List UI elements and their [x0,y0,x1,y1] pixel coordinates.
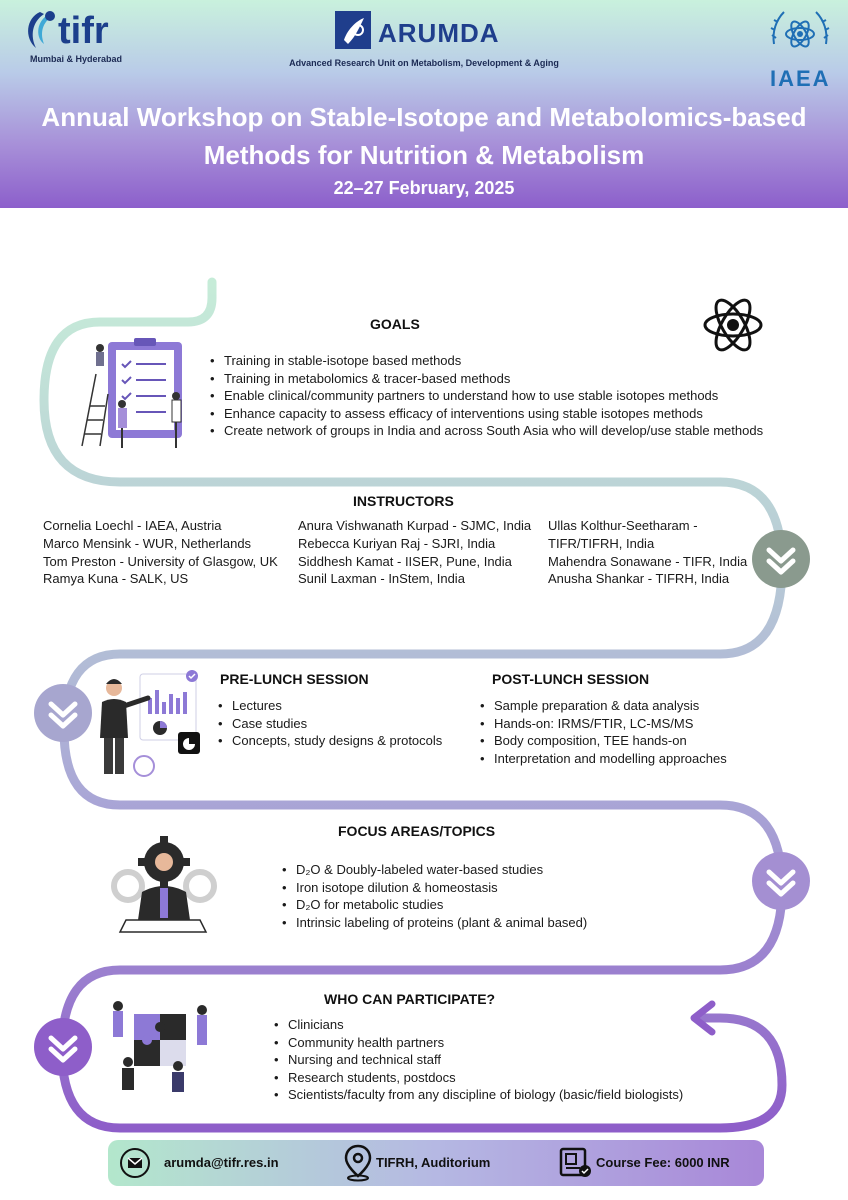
course-fee-text: Course Fee: 6000 INR [596,1155,730,1170]
gears-worker-illustration [111,836,217,933]
list-item: Nursing and technical staff [274,1051,683,1069]
contact-footer: arumda@tifr.res.in TIFRH, Auditorium Cou… [108,1140,764,1186]
list-item: Scientists/faculty from any discipline o… [274,1086,683,1104]
pre-lunch-title: PRE-LUNCH SESSION [220,671,369,687]
atom-icon [703,298,763,352]
instructor-name: Anura Vishwanath Kurpad - SJMC, India [298,518,532,533]
post-lunch-list: Sample preparation & data analysis Hands… [480,697,727,767]
instructors-column-2: Anura Vishwanath Kurpad - SJMC, India Re… [298,517,531,588]
focus-title: FOCUS AREAS/TOPICS [338,823,496,839]
instructor-name: Ramya Kuna - SALK, US [43,571,189,587]
list-item: Body composition, TEE hands-on [480,732,727,750]
list-item: Sample preparation & data analysis [480,697,727,715]
list-item: Iron isotope dilution & homeostasis [282,879,587,897]
list-item: Lectures [218,697,442,715]
goals-title: GOALS [370,316,420,332]
list-item: Research students, postdocs [274,1069,683,1087]
iaea-emblem-icon [770,11,830,48]
instructor-name: Cornelia Loechl - IAEA, Austria [43,518,222,533]
double-chevron-down-icon [752,852,810,910]
list-item: Clinicians [274,1016,683,1034]
venue-text: TIFRH, Auditorium [376,1155,491,1170]
list-item: Enhance capacity to assess efficacy of i… [210,405,763,423]
instructor-name: TIFR/TIFRH, India [548,535,655,551]
instructor-name: Sunil Laxman - InStem, India [298,571,465,587]
instructor-name: Siddhesh Kamat - IISER, Pune, India [298,553,512,569]
double-chevron-down-icon [752,530,810,588]
team-puzzle-illustration [113,1001,207,1092]
location-pin-icon [344,1144,372,1182]
checklist-illustration [81,338,182,448]
list-item: D₂O for metabolic studies [282,896,587,914]
instructor-name: Tom Preston - University of Glasgow, UK [43,553,278,569]
list-item: Case studies [218,715,442,733]
list-item: Training in stable-isotope based methods [210,352,763,370]
list-item: Training in metabolomics & tracer-based … [210,370,763,388]
certificate-icon [559,1147,591,1177]
list-item: Hands-on: IRMS/FTIR, LC-MS/MS [480,715,727,733]
list-item: Concepts, study designs & protocols [218,732,442,750]
goals-list: Training in stable-isotope based methods… [210,352,763,440]
instructor-name: Anusha Shankar - TIFRH, India [548,571,730,587]
instructors-title: INSTRUCTORS [353,493,454,509]
double-chevron-down-icon [34,684,92,742]
arumda-logo-icon [335,11,371,49]
list-item: Interpretation and modelling approaches [480,750,727,768]
instructor-name: Marco Mensink - WUR, Netherlands [43,535,252,551]
header-banner: tifr Mumbai & Hyderabad ARUMDA Advanced … [0,0,848,208]
contact-email[interactable]: arumda@tifr.res.in [164,1155,279,1170]
participants-title: WHO CAN PARTICIPATE? [324,991,496,1007]
instructor-name: Mahendra Sonawane - TIFR, India [548,553,748,569]
focus-list: D₂O & Doubly-labeled water-based studies… [282,861,587,931]
arumda-wordmark: ARUMDA [378,18,500,48]
envelope-icon [120,1148,150,1178]
tifr-logo [28,11,55,48]
arumda-fullname: Advanced Research Unit on Metabolism, De… [289,58,559,68]
list-item: Enable clinical/community partners to un… [210,387,763,405]
list-item: Intrinsic labeling of proteins (plant & … [282,914,587,932]
instructors-column-3: Ullas Kolthur-Seetharam - TIFR/TIFRH, In… [548,517,747,588]
list-item: Create network of groups in India and ac… [210,422,763,440]
double-chevron-down-icon [34,1018,92,1076]
list-item: Community health partners [274,1034,683,1052]
page-title: Annual Workshop on Stable-Isotope and Me… [41,102,807,170]
iaea-wordmark: IAEA [770,66,831,91]
instructors-column-1: Cornelia Loechl - IAEA, Austria Marco Me… [43,517,278,588]
instructor-name: Rebecca Kuriyan Raj - SJRI, India [298,535,496,551]
participants-list: Clinicians Community health partners Nur… [274,1016,683,1104]
instructor-name: Ullas Kolthur-Seetharam - [548,518,698,533]
tifr-wordmark: tifr [58,10,109,52]
pre-lunch-list: Lectures Case studies Concepts, study de… [218,697,442,750]
post-lunch-title: POST-LUNCH SESSION [492,671,650,687]
presenter-illustration [100,670,200,777]
workshop-dates: 22–27 February, 2025 [333,178,515,198]
list-item: D₂O & Doubly-labeled water-based studies [282,861,587,879]
tifr-location: Mumbai & Hyderabad [30,54,123,64]
